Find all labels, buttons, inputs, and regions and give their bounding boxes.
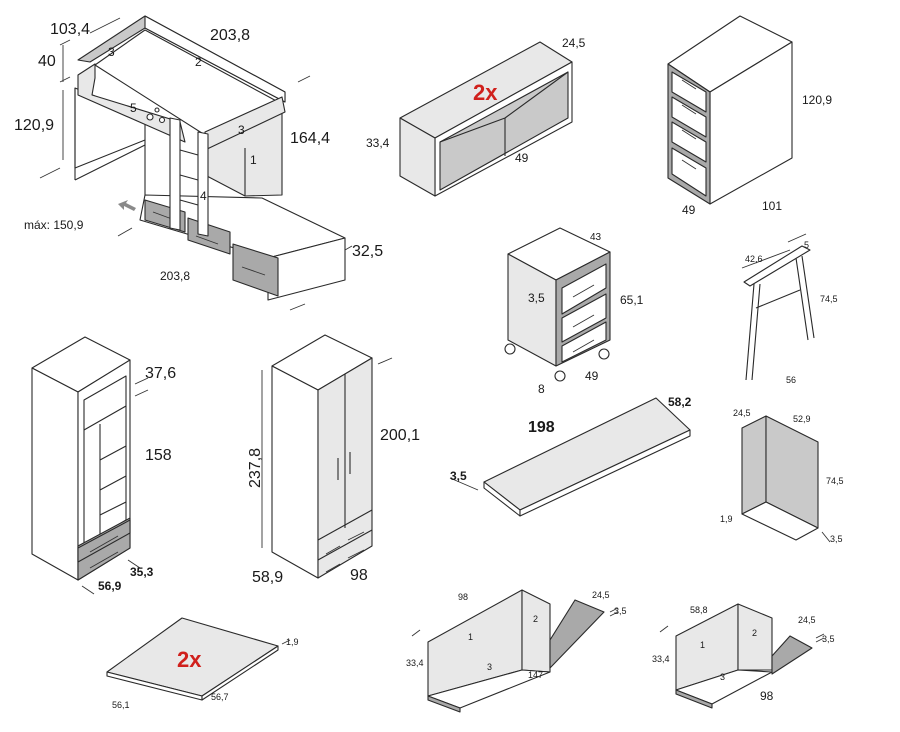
cornerA-length: 147	[528, 670, 543, 680]
cornerB-length: 98	[760, 689, 774, 703]
shelf-width: 49	[515, 151, 529, 165]
bunk-bed: 103,4 203,8 40 120,9 164,4 máx: 150,9 32…	[14, 15, 383, 311]
bunk-part-3a: 3	[108, 45, 115, 59]
flat-panel: 2x 1,9 56,7 56,1	[106, 617, 299, 710]
cornerA-p2: 2	[533, 614, 538, 624]
cornerB-p2: 2	[752, 628, 757, 638]
trestle-depth: 5	[804, 240, 809, 250]
flat-thick: 1,9	[286, 637, 299, 647]
cab-width: 56,9	[98, 579, 122, 593]
mobile-drawer-unit: 43 65,1 3,5 49 8	[504, 227, 644, 396]
wardrobe-door-height: 200,1	[380, 427, 420, 444]
cornerB-thick: 3,5	[822, 634, 835, 644]
panel-width: 52,9	[793, 414, 811, 424]
desktop-board: 198 58,2 3,5	[449, 395, 692, 517]
mobile-width: 43	[590, 232, 602, 243]
cornerA-height: 33,4	[406, 658, 424, 668]
bunk-part-3b: 3	[238, 123, 245, 137]
tower-height: 120,9	[802, 93, 832, 107]
bunk-height: 164,4	[290, 130, 330, 147]
bunk-max: máx: 150,9	[24, 218, 84, 232]
mobile-wheel: 8	[538, 382, 545, 396]
cornerA-thick: 3,5	[614, 606, 627, 616]
cornerA-p3: 3	[487, 662, 492, 672]
wardrobe: 237,8 200,1 58,9 98	[247, 334, 420, 586]
side-panel: 24,5 52,9 74,5 1,9 3,5	[720, 408, 844, 544]
wardrobe-width: 58,9	[252, 569, 283, 586]
cornerB-top: 58,8	[690, 605, 708, 615]
panel-height: 74,5	[826, 476, 844, 486]
cornerB-depth: 24,5	[798, 615, 816, 625]
mobile-depth: 49	[585, 369, 599, 383]
bunk-rail: 40	[38, 53, 56, 70]
cab-height: 158	[145, 447, 172, 464]
corner-unit-b: 58,8 24,5 3,5 33,4 98 1 2 3	[652, 603, 835, 709]
flat-depth: 56,1	[112, 700, 130, 710]
cornerB-p1: 1	[700, 640, 705, 650]
cab-drawer-depth: 35,3	[130, 565, 154, 579]
trestle-height: 74,5	[820, 294, 838, 304]
bunk-part-1: 1	[250, 153, 257, 167]
bunk-top-length: 203,8	[210, 27, 250, 44]
cornerB-height: 33,4	[652, 654, 670, 664]
wardrobe-height: 237,8	[247, 448, 264, 488]
bunk-part-5: 5	[130, 101, 137, 115]
panel-base: 3,5	[830, 534, 843, 544]
corner-unit-a: 98 24,5 3,5 33,4 147 1 2 3	[406, 589, 627, 713]
mobile-top: 3,5	[528, 291, 545, 305]
bunk-part-2: 2	[195, 55, 202, 69]
shelf-height: 33,4	[366, 136, 390, 150]
bunk-bed-length: 203,8	[160, 269, 190, 283]
bunk-leg-height: 120,9	[14, 117, 54, 134]
trestle-length: 56	[786, 375, 796, 385]
wardrobe-depth: 98	[350, 567, 368, 584]
cornerA-p1: 1	[468, 632, 473, 642]
open-cabinet: 37,6 158 56,9 35,3	[31, 336, 176, 595]
cornerA-top: 98	[458, 592, 468, 602]
cab-depth: 37,6	[145, 365, 176, 382]
flat-width: 56,7	[211, 692, 229, 702]
panel-thick: 1,9	[720, 514, 733, 524]
trestle-width: 42,6	[745, 254, 763, 264]
mobile-height: 65,1	[620, 293, 644, 307]
tower-depth: 49	[682, 203, 696, 217]
shelf-depth: 24,5	[562, 36, 586, 50]
wall-shelf: 2x 24,5 33,4 49	[366, 36, 586, 197]
shelf-qty: 2x	[473, 80, 498, 105]
desktop-thickness: 3,5	[450, 469, 467, 483]
desktop-length: 198	[528, 419, 555, 436]
cornerA-depth: 24,5	[592, 590, 610, 600]
cornerB-p3: 3	[720, 672, 725, 682]
desktop-width: 58,2	[668, 395, 692, 409]
flat-qty: 2x	[177, 647, 202, 672]
trestle-leg: 42,6 5 74,5 56	[741, 233, 838, 385]
tower-width: 101	[762, 199, 782, 213]
panel-depth: 24,5	[733, 408, 751, 418]
bunk-part-4: 4	[200, 189, 207, 203]
bunk-bed-depth: 32,5	[352, 243, 383, 260]
bunk-top-depth: 103,4	[50, 21, 90, 38]
drawer-tower: 120,9 49 101	[667, 15, 832, 217]
